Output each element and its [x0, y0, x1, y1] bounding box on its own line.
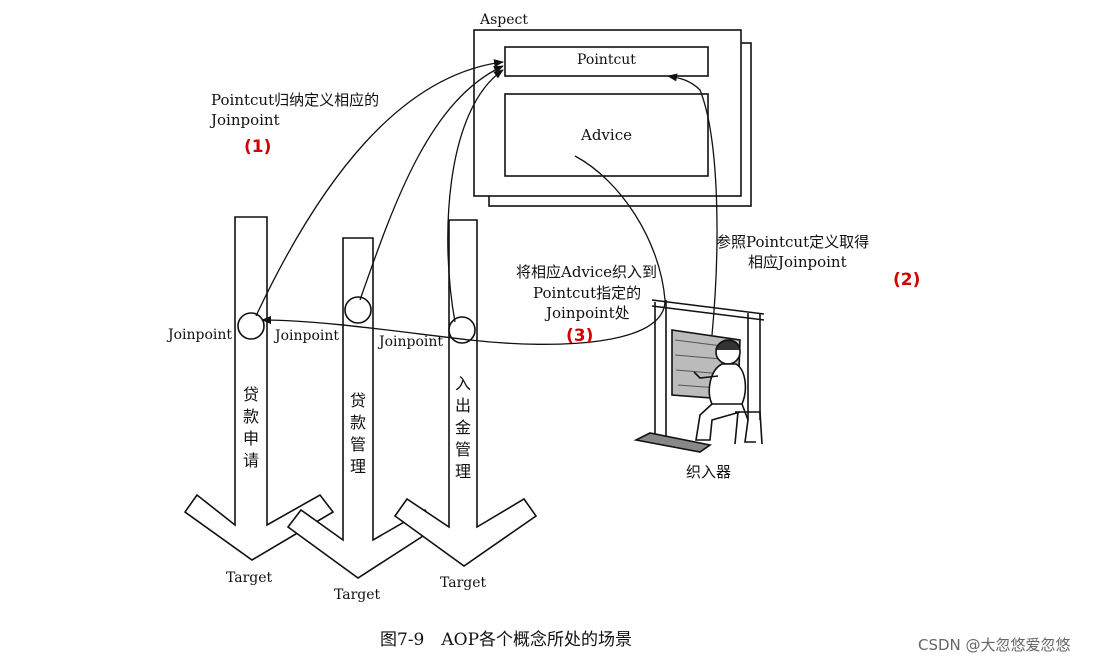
- target-name-1: 贷款申请: [242, 385, 259, 470]
- refer-text-line1: 参照Pointcut定义取得: [716, 233, 870, 251]
- target-label-3: Target: [440, 575, 487, 591]
- joinpoint-circle-3: [448, 316, 476, 344]
- target-arrow-1: [183, 216, 335, 561]
- target-label-1: Target: [226, 570, 273, 586]
- target-arrow-3: [393, 219, 538, 567]
- aspect-box: [473, 29, 752, 207]
- weaver-illustration: [633, 299, 765, 453]
- target-label-2: Target: [334, 587, 381, 603]
- pointcut-box: [504, 46, 709, 77]
- joinpoint-circle-2: [344, 296, 372, 324]
- advice-label: Advice: [581, 126, 632, 144]
- joinpoint-circles: [237, 296, 476, 344]
- weaver-label: 织入器: [686, 463, 732, 481]
- target-name-2: 贷款管理: [349, 391, 366, 476]
- target-name-3: 入出金管理: [454, 374, 471, 481]
- flow-arrows: [255, 59, 718, 345]
- step-3-marker: (3): [566, 326, 594, 346]
- joinpoint-circle-1: [237, 312, 265, 340]
- figure-caption: 图7-9 AOP各个概念所处的场景: [380, 630, 633, 650]
- joinpoint-label-2: Joinpoint: [275, 328, 340, 344]
- weave-text-line3: Joinpoint处: [546, 304, 630, 322]
- aspect-title: Aspect: [480, 12, 529, 28]
- csdn-watermark: CSDN @大忽悠爱忽悠: [918, 636, 1071, 654]
- arrow-joinpoint1-to-pointcut: [255, 59, 504, 317]
- step-2-marker: (2): [893, 270, 921, 290]
- arrow-joinpoint3-to-pointcut: [447, 69, 504, 323]
- joinpoint-label-1: Joinpoint: [168, 327, 233, 343]
- target-arrow-2: [286, 237, 439, 579]
- weave-text-line2: Pointcut指定的: [533, 284, 642, 302]
- arrow-advice-weave: [261, 155, 666, 345]
- refer-text-line2: 相应Joinpoint: [748, 253, 847, 271]
- pointcut-label: Pointcut: [577, 52, 636, 68]
- advice-box: [504, 93, 709, 177]
- arrow-weaver-to-pointcut: [667, 73, 718, 336]
- weave-text-line1: 将相应Advice织入到: [516, 263, 657, 281]
- pointcut-defines-text-line2: Joinpoint: [211, 111, 280, 129]
- arrow-joinpoint2-to-pointcut: [359, 65, 504, 301]
- pointcut-defines-text-line1: Pointcut归纳定义相应的: [211, 91, 380, 109]
- target-arrows: [183, 216, 538, 579]
- step-1-marker: (1): [244, 137, 272, 157]
- joinpoint-label-3: Joinpoint: [379, 334, 444, 350]
